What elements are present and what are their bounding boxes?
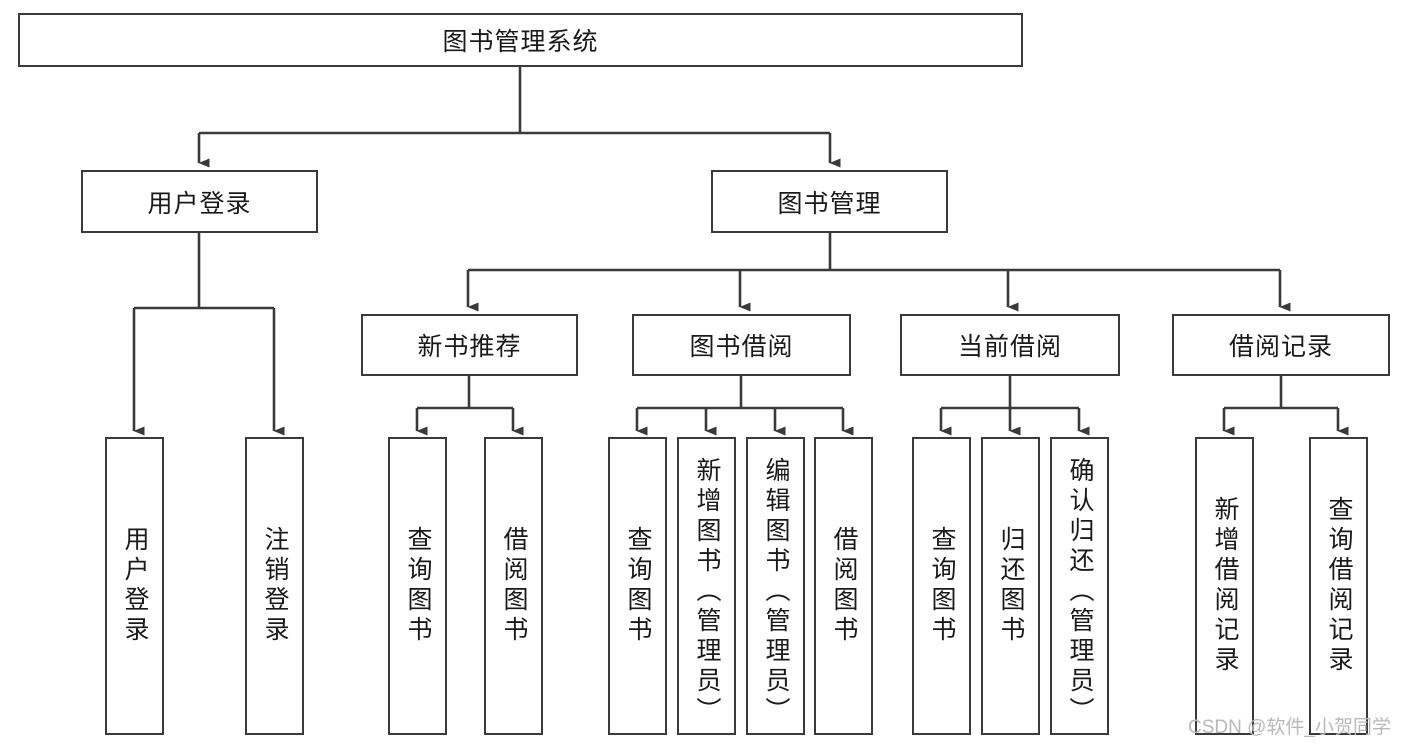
leaf-edit-book[interactable]: 编辑图书（管理员） <box>746 437 805 735</box>
leaf-borrow-book-2-label: 借阅图书 <box>830 526 858 646</box>
leaf-query-book-1-label: 查询图书 <box>404 526 432 646</box>
node-book-borrow[interactable]: 图书借阅 <box>632 314 851 376</box>
leaf-query-record-label: 查询借阅记录 <box>1325 496 1353 676</box>
node-current-borrow[interactable]: 当前借阅 <box>900 314 1120 376</box>
node-current-borrow-label: 当前借阅 <box>957 333 1062 361</box>
leaf-return-book-label: 归还图书 <box>997 526 1025 646</box>
leaf-query-book-2[interactable]: 查询图书 <box>608 437 667 735</box>
leaf-add-book-label: 新增图书（管理员） <box>693 457 721 727</box>
leaf-confirm-return[interactable]: 确认归还（管理员） <box>1050 437 1109 735</box>
leaf-add-record-label: 新增借阅记录 <box>1211 496 1239 676</box>
leaf-user-login[interactable]: 用户登录 <box>105 437 164 735</box>
leaf-logout-login-label: 注销登录 <box>261 526 289 646</box>
node-borrow-record[interactable]: 借阅记录 <box>1172 314 1390 376</box>
node-book-manage-label: 图书管理 <box>777 189 882 218</box>
node-user-login[interactable]: 用户登录 <box>81 170 318 233</box>
watermark: CSDN @软件_小贺同学 <box>1188 717 1391 738</box>
leaf-query-book-2-label: 查询图书 <box>624 526 652 646</box>
leaf-borrow-book-2[interactable]: 借阅图书 <box>814 437 873 735</box>
leaf-borrow-book-1-label: 借阅图书 <box>500 526 528 646</box>
leaf-add-book[interactable]: 新增图书（管理员） <box>677 437 736 735</box>
leaf-query-record[interactable]: 查询借阅记录 <box>1309 437 1368 735</box>
node-new-book-recommend-label: 新书推荐 <box>417 333 522 361</box>
node-new-book-recommend[interactable]: 新书推荐 <box>361 314 578 376</box>
leaf-return-book[interactable]: 归还图书 <box>981 437 1040 735</box>
node-book-borrow-label: 图书借阅 <box>689 333 794 361</box>
leaf-borrow-book-1[interactable]: 借阅图书 <box>484 437 543 735</box>
leaf-logout-login[interactable]: 注销登录 <box>245 437 304 735</box>
node-user-login-label: 用户登录 <box>147 189 252 218</box>
leaf-user-login-label: 用户登录 <box>121 526 149 646</box>
node-root[interactable]: 图书管理系统 <box>18 13 1023 67</box>
node-borrow-record-label: 借阅记录 <box>1228 333 1333 361</box>
leaf-query-book-3-label: 查询图书 <box>928 526 956 646</box>
leaf-confirm-return-label: 确认归还（管理员） <box>1066 457 1094 727</box>
leaf-query-book-1[interactable]: 查询图书 <box>388 437 447 735</box>
node-book-manage[interactable]: 图书管理 <box>711 170 948 233</box>
leaf-edit-book-label: 编辑图书（管理员） <box>762 457 790 727</box>
leaf-add-record[interactable]: 新增借阅记录 <box>1195 437 1254 735</box>
leaf-query-book-3[interactable]: 查询图书 <box>912 437 971 735</box>
node-root-label: 图书管理系统 <box>442 28 599 56</box>
